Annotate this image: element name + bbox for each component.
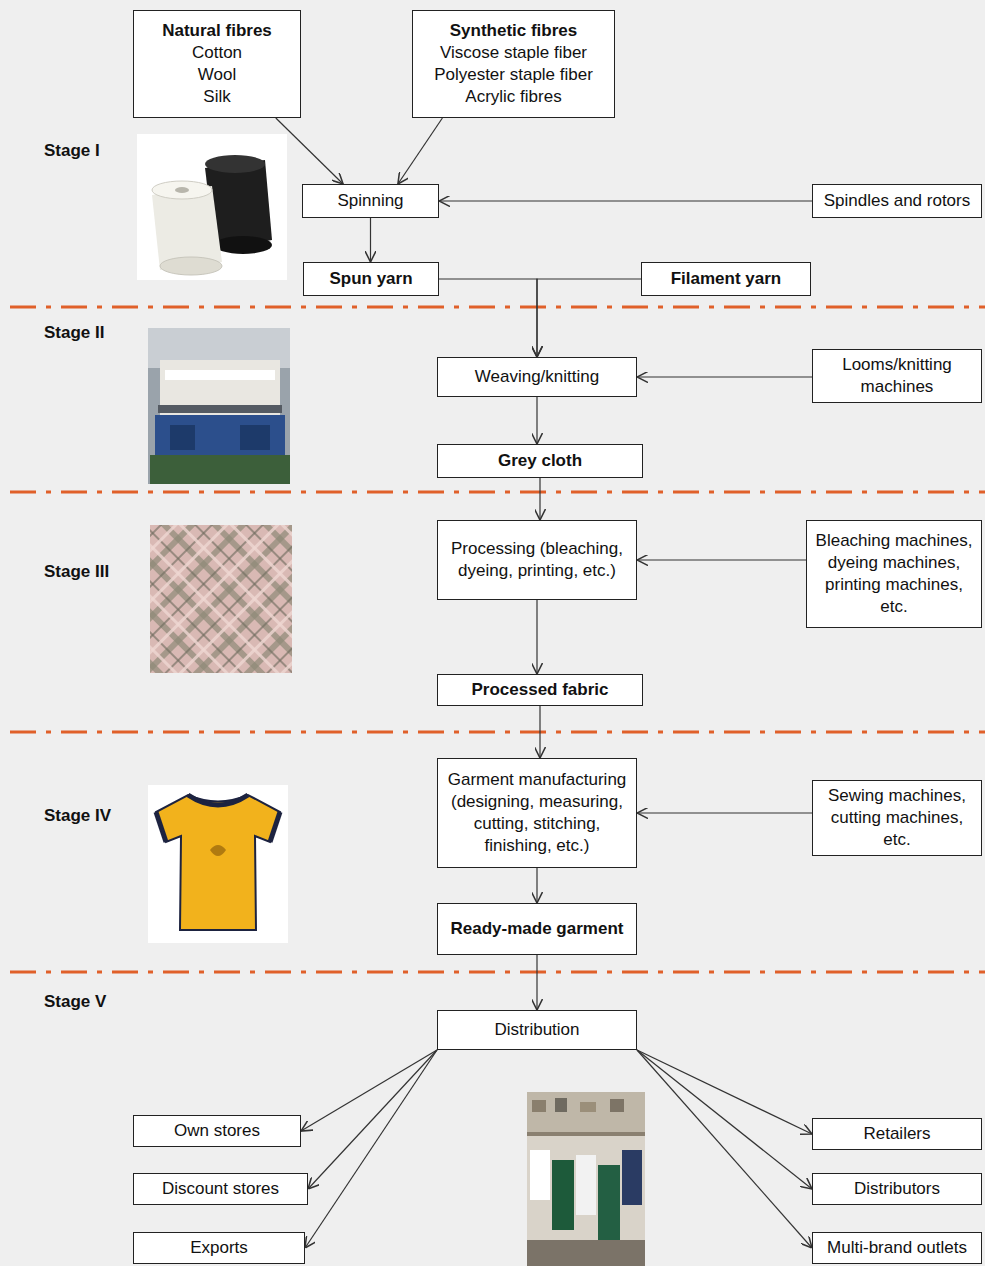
box-item: Silk bbox=[203, 86, 230, 108]
process-box: Multi-brand outlets bbox=[812, 1232, 982, 1264]
box-label: Retailers bbox=[863, 1123, 930, 1145]
process-box: Spindles and rotors bbox=[812, 184, 982, 218]
process-box: Synthetic fibresViscose staple fiberPoly… bbox=[412, 10, 615, 118]
process-box: Weaving/knitting bbox=[437, 357, 637, 397]
box-label: Processing (bleaching, dyeing, printing,… bbox=[446, 538, 628, 582]
box-label: Own stores bbox=[174, 1120, 260, 1142]
box-label: Distribution bbox=[494, 1019, 579, 1041]
process-box: Exports bbox=[133, 1232, 305, 1264]
box-item: Acrylic fibres bbox=[465, 86, 561, 108]
flow-arrow bbox=[398, 118, 443, 184]
process-box: Natural fibresCottonWoolSilk bbox=[133, 10, 301, 118]
process-box: Retailers bbox=[812, 1118, 982, 1150]
flow-arrow bbox=[637, 559, 806, 560]
box-label: Grey cloth bbox=[498, 450, 582, 472]
process-box: Looms/knitting machines bbox=[812, 349, 982, 403]
stage-label: Stage III bbox=[44, 562, 109, 582]
box-label: Discount stores bbox=[162, 1178, 279, 1200]
process-box: Grey cloth bbox=[437, 444, 643, 478]
box-label: Exports bbox=[190, 1237, 248, 1259]
process-box: Spinning bbox=[302, 184, 439, 218]
stage-label: Stage II bbox=[44, 323, 104, 343]
box-label: Looms/knitting machines bbox=[821, 354, 973, 398]
flow-arrow bbox=[536, 868, 537, 903]
process-box: Distributors bbox=[812, 1173, 982, 1205]
yarn-cones bbox=[137, 134, 287, 280]
process-box: Garment manufacturing (designing, measur… bbox=[437, 758, 637, 868]
flow-arrow bbox=[439, 200, 812, 201]
process-box: Processing (bleaching, dyeing, printing,… bbox=[437, 520, 637, 600]
flow-arrow bbox=[637, 1050, 812, 1189]
flow-arrow bbox=[276, 118, 343, 184]
store-photo bbox=[527, 1092, 645, 1266]
box-item: Polyester staple fiber bbox=[434, 64, 593, 86]
flow-arrow bbox=[536, 955, 537, 1010]
box-item: Cotton bbox=[192, 42, 242, 64]
box-label: Processed fabric bbox=[471, 679, 608, 701]
box-label: Natural fibres bbox=[162, 20, 272, 42]
process-box: Filament yarn bbox=[641, 262, 811, 296]
box-label: Distributors bbox=[854, 1178, 940, 1200]
box-label: Spindles and rotors bbox=[824, 190, 970, 212]
box-label: Spun yarn bbox=[329, 268, 412, 290]
flow-arrow bbox=[539, 706, 540, 758]
process-box: Ready-made garment bbox=[437, 903, 637, 955]
flow-arrow bbox=[439, 279, 537, 357]
box-label: Sewing machines, cutting machines, etc. bbox=[821, 785, 973, 851]
flow-arrow bbox=[536, 600, 537, 674]
loom-photo bbox=[148, 328, 290, 484]
process-box: Distribution bbox=[437, 1010, 637, 1050]
box-label: Garment manufacturing (designing, measur… bbox=[446, 769, 628, 857]
stage-label: Stage I bbox=[44, 141, 100, 161]
flow-arrow bbox=[637, 376, 812, 377]
process-box: Processed fabric bbox=[437, 674, 643, 706]
box-item: Viscose staple fiber bbox=[440, 42, 587, 64]
box-label: Bleaching machines, dyeing machines, pri… bbox=[815, 530, 973, 618]
process-box: Spun yarn bbox=[303, 262, 439, 296]
plaid-fabric bbox=[150, 525, 292, 673]
flow-arrow bbox=[370, 218, 371, 262]
box-label: Synthetic fibres bbox=[450, 20, 578, 42]
box-label: Filament yarn bbox=[671, 268, 782, 290]
process-box: Discount stores bbox=[133, 1173, 308, 1205]
box-item: Wool bbox=[198, 64, 236, 86]
stage-divider bbox=[10, 307, 985, 972]
box-label: Ready-made garment bbox=[451, 918, 624, 940]
stage-label: Stage V bbox=[44, 992, 106, 1012]
flow-arrow bbox=[637, 1050, 812, 1248]
process-box: Own stores bbox=[133, 1115, 301, 1147]
stage-label: Stage IV bbox=[44, 806, 111, 826]
flow-arrow bbox=[305, 1050, 437, 1248]
flow-arrow bbox=[536, 397, 537, 444]
flow-arrow bbox=[537, 279, 641, 357]
flow-arrow bbox=[308, 1050, 437, 1189]
flow-arrow bbox=[301, 1050, 437, 1131]
flow-arrow bbox=[539, 478, 540, 520]
process-box: Sewing machines, cutting machines, etc. bbox=[812, 780, 982, 856]
flow-arrow bbox=[637, 812, 812, 813]
box-label: Spinning bbox=[337, 190, 403, 212]
process-box: Bleaching machines, dyeing machines, pri… bbox=[806, 520, 982, 628]
box-label: Weaving/knitting bbox=[475, 366, 599, 388]
box-label: Multi-brand outlets bbox=[827, 1237, 967, 1259]
tshirt-photo bbox=[148, 785, 288, 943]
flow-arrow bbox=[637, 1050, 812, 1134]
